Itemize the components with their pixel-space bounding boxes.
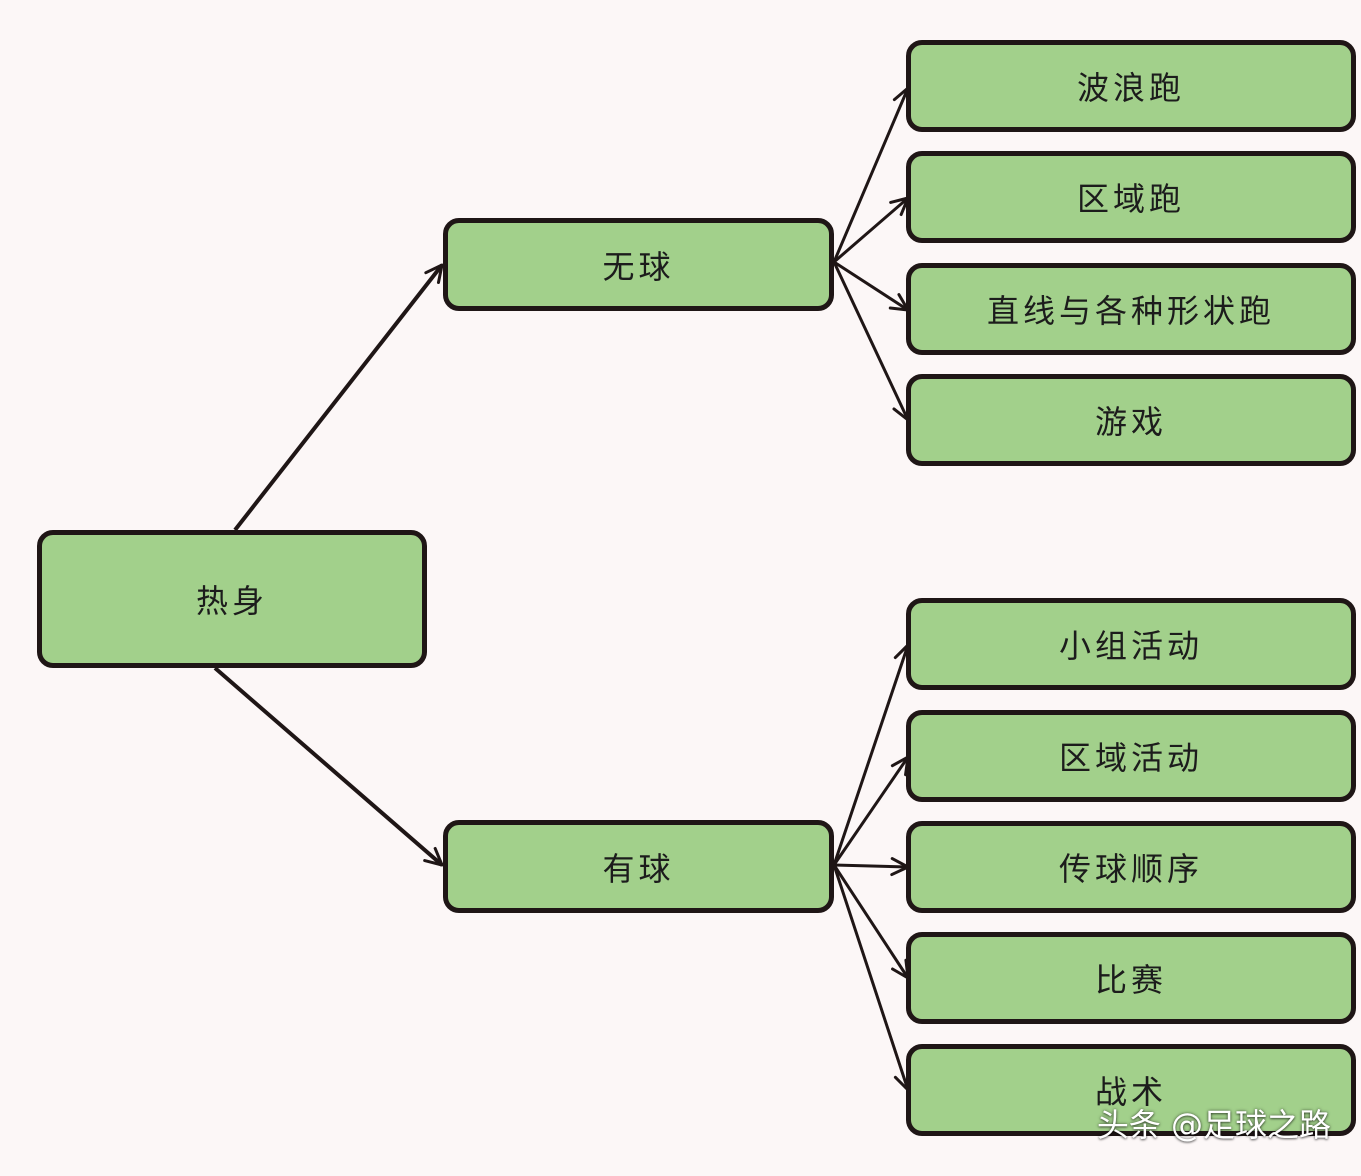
leaf-node: 战术: [906, 1044, 1356, 1136]
leaf-node: 比赛: [906, 932, 1356, 1024]
root-node: 热身: [37, 530, 427, 668]
edge-no-ball-to-leaf-1: [832, 86, 911, 263]
leaf-node: 传球顺序: [906, 821, 1356, 913]
edge-no-ball-to-leaf-4: [832, 261, 910, 422]
branch-node-with-ball: 有球: [443, 820, 834, 913]
edge-with-ball-to-leaf-1: [832, 643, 912, 866]
edge-no-ball-to-leaf-3: [833, 260, 910, 312]
leaf-node: 区域活动: [906, 710, 1356, 802]
edge-root-to-no-ball: [233, 263, 444, 532]
leaf-node: 游戏: [906, 374, 1356, 466]
edge-root-to-with-ball: [213, 666, 444, 867]
watermark: 头条 @足球之路: [1096, 1106, 1331, 1144]
edge-with-ball-to-leaf-4: [832, 864, 910, 980]
edge-with-ball-to-leaf-2: [832, 755, 910, 866]
leaf-node: 波浪跑: [906, 40, 1356, 132]
edge-with-ball-to-leaf-3: [833, 857, 910, 877]
leaf-node: 区域跑: [906, 151, 1356, 243]
branch-node-no-ball: 无球: [443, 218, 834, 311]
edge-no-ball-to-leaf-2: [833, 196, 910, 264]
edge-with-ball-to-leaf-5: [832, 864, 913, 1092]
leaf-node: 直线与各种形状跑: [906, 263, 1356, 355]
leaf-node: 小组活动: [906, 598, 1356, 690]
